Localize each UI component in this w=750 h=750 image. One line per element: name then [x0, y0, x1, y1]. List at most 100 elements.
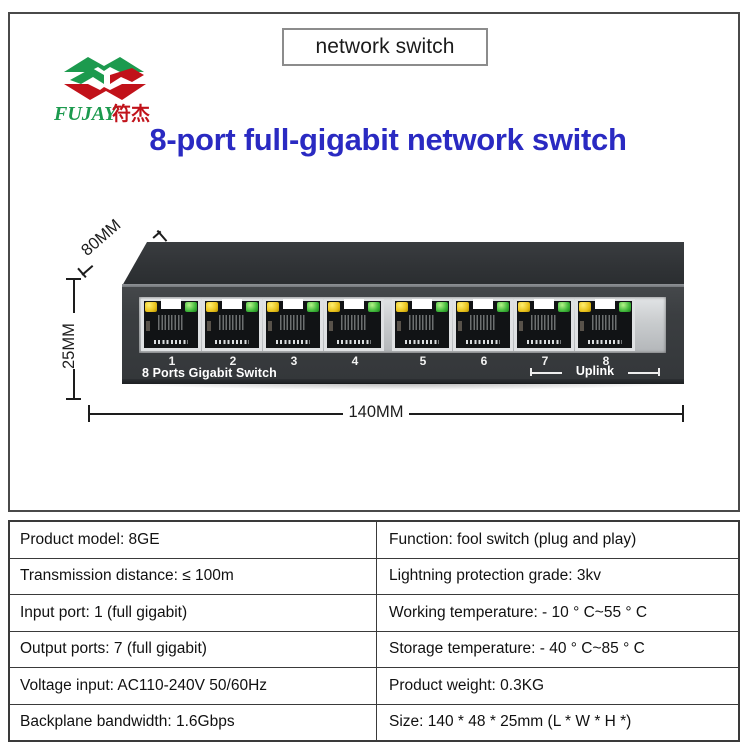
logo-wordmark-cn: 符杰: [112, 102, 150, 125]
port-pins: [158, 315, 184, 330]
port-led-right-7: [558, 302, 570, 312]
port-led-right-5: [436, 302, 448, 312]
page-title: 8-port full-gigabit network switch: [149, 122, 627, 157]
port-led-right-4: [368, 302, 380, 312]
depth-dimension-label: 80MM: [78, 215, 125, 260]
category-badge-label: network switch: [315, 35, 455, 58]
spec-cell-right-2: Lightning protection grade: 3kv: [389, 567, 601, 585]
port-led-left-4: [328, 302, 340, 312]
rj45-port-bank: [139, 297, 666, 353]
specification-table: Product model: 8GE Function: fool switch …: [8, 520, 740, 742]
spec-cell-right-4: Storage temperature: - 40 ° C~85 ° C: [389, 640, 645, 658]
width-dimension-value: 140MM: [343, 403, 409, 421]
height-dimension-line-bottom: [73, 369, 75, 399]
spec-row: Input port: 1 (full gigabit)Working temp…: [10, 595, 738, 632]
spec-cell-right-6: Size: 140 * 48 * 25mm (L * W * H *): [389, 713, 632, 731]
logo-green-chevrons: [64, 57, 144, 84]
port-clip: [397, 321, 401, 331]
port-notch: [161, 299, 181, 309]
height-dimension-line-top: [73, 279, 75, 313]
uplink-bar-left: [530, 372, 562, 374]
rj45-port-3: [263, 299, 323, 351]
logo-red-chevrons: [64, 68, 146, 100]
port-notch: [412, 299, 432, 309]
uplink-bar-right: [628, 372, 660, 374]
width-dimension-label: 140MM: [10, 403, 742, 422]
port-led-right-2: [246, 302, 258, 312]
port-notch: [222, 299, 242, 309]
port-clip: [207, 321, 211, 331]
port-clip: [458, 321, 462, 331]
spec-cell-left-4: Output ports: 7 (full gigabit): [10, 631, 377, 667]
faceplate-caption: 8 Ports Gigabit Switch: [142, 366, 277, 380]
rj45-port-5: [392, 299, 452, 351]
fujay-brand-logo: FUJAY 符杰: [48, 44, 166, 126]
port-pins: [280, 315, 306, 330]
port-pins: [409, 315, 435, 330]
spec-cell-left-6: Backplane bandwidth: 1.6Gbps: [10, 704, 377, 740]
port-notch: [595, 299, 615, 309]
switch-bottom-edge: [122, 379, 684, 384]
spec-cell-right-5: Product weight: 0.3KG: [389, 676, 545, 694]
spec-cell-left-5: Voltage input: AC110-240V 50/60Hz: [10, 668, 377, 704]
switch-top-panel: [122, 242, 684, 286]
port-number-3: 3: [290, 354, 298, 368]
port-pins: [341, 315, 367, 330]
port-led-right-8: [619, 302, 631, 312]
port-led-left-2: [206, 302, 218, 312]
port-led-left-3: [267, 302, 279, 312]
port-number-6: 6: [480, 354, 488, 368]
port-number-1: 1: [168, 354, 176, 368]
port-led-right-6: [497, 302, 509, 312]
logo-wordmark: FUJAY: [53, 103, 118, 125]
port-clip: [268, 321, 272, 331]
spec-row: Transmission distance: ≤ 100m Lightning p…: [10, 558, 738, 595]
port-contacts: [405, 340, 439, 344]
uplink-label: Uplink: [575, 364, 615, 378]
port-pins: [470, 315, 496, 330]
port-led-left-5: [396, 302, 408, 312]
port-number-4: 4: [351, 354, 359, 368]
port-number-8: 8: [602, 354, 610, 368]
spec-row: Output ports: 7 (full gigabit) Storage te…: [10, 631, 738, 668]
port-led-left-7: [518, 302, 530, 312]
port-pins: [531, 315, 557, 330]
port-contacts: [337, 340, 371, 344]
port-contacts: [154, 340, 188, 344]
port-contacts: [527, 340, 561, 344]
spec-cell-left-1: Product model: 8GE: [10, 522, 377, 558]
port-clip: [519, 321, 523, 331]
port-clip: [329, 321, 333, 331]
port-pins: [219, 315, 245, 330]
height-dimension-cap-bottom: [66, 398, 81, 400]
port-number-7: 7: [541, 354, 549, 368]
port-notch: [344, 299, 364, 309]
port-clip: [580, 321, 584, 331]
port-contacts: [276, 340, 310, 344]
spec-cell-left-2: Transmission distance: ≤ 100m: [10, 558, 377, 594]
rj45-port-4: [324, 299, 384, 351]
rj45-port-8: [575, 299, 635, 351]
switch-top-edge: [122, 284, 684, 288]
rj45-port-1: [141, 299, 201, 351]
port-contacts: [466, 340, 500, 344]
spec-cell-right-1: Function: fool switch (plug and play): [389, 530, 637, 548]
port-notch: [473, 299, 493, 309]
port-notch: [534, 299, 554, 309]
port-led-right-1: [185, 302, 197, 312]
port-contacts: [588, 340, 622, 344]
fujay-chevron-logo-icon: FUJAY 符杰: [53, 57, 150, 125]
spec-row: Voltage input: AC110-240V 50/60Hz Product…: [10, 668, 738, 705]
category-badge: network switch: [282, 28, 488, 66]
spec-cell-left-3: Input port: 1 (full gigabit): [10, 595, 377, 631]
spec-row: Backplane bandwidth: 1.6Gbps Size: 140 * …: [10, 704, 738, 740]
width-dimension-cap-right: [682, 405, 684, 422]
height-dimension-cap-top: [66, 278, 81, 280]
port-led-left-8: [579, 302, 591, 312]
port-clip: [146, 321, 150, 331]
port-contacts: [215, 340, 249, 344]
uplink-tick-right: [658, 368, 660, 376]
port-number-5: 5: [419, 354, 427, 368]
